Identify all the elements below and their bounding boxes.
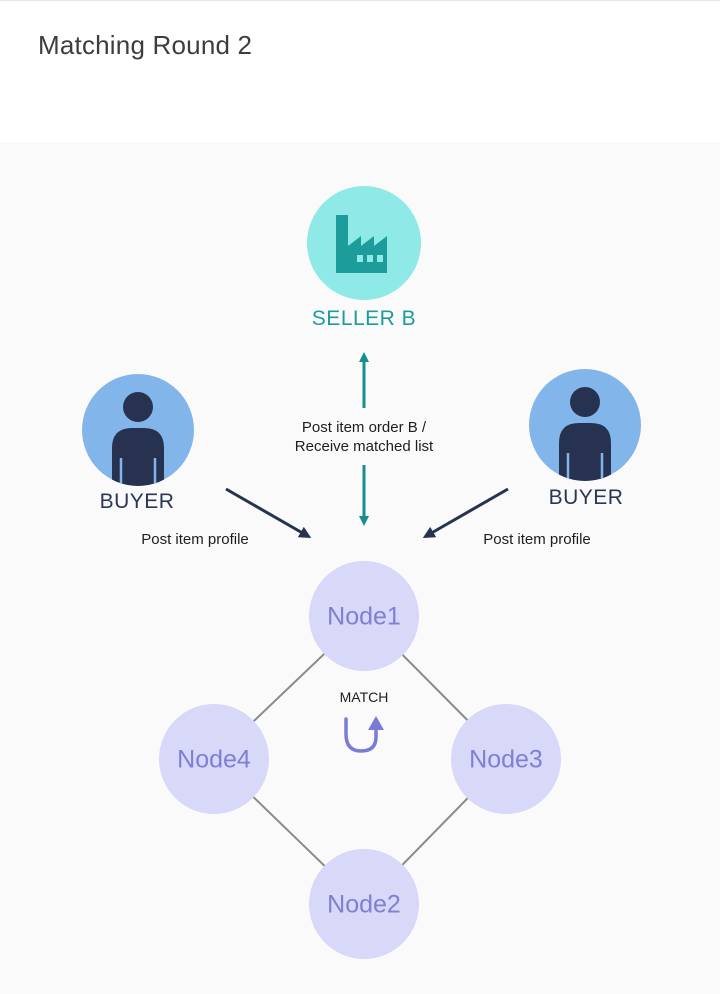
seller-b[interactable]	[307, 186, 421, 300]
seller-circle	[307, 186, 421, 300]
node3-circle	[451, 704, 561, 814]
order-flow-line1: Post item order B /	[301, 419, 427, 436]
node2-circle	[309, 849, 419, 959]
person-icon	[112, 392, 164, 486]
arrow-left-buyer-to-node1	[225, 487, 312, 538]
buyer-arrows	[225, 487, 509, 538]
person-icon	[559, 387, 611, 481]
buyer-right[interactable]	[529, 369, 641, 495]
node1-label[interactable]: Node1	[327, 602, 401, 631]
buyer-right-label: BUYER	[548, 486, 624, 509]
buyer-right-action: Post item profile	[483, 531, 591, 548]
order-flow-label: Post item order B / Receive matched list	[295, 418, 433, 456]
page-title: Matching Round 2	[38, 30, 253, 60]
node-circles	[159, 561, 561, 959]
seller-label: SELLER B	[311, 307, 417, 330]
node4-circle	[159, 704, 269, 814]
factory-icon	[336, 215, 387, 273]
match-label: MATCH	[339, 689, 389, 705]
order-flow-line2: Receive matched list	[294, 438, 434, 455]
u-turn-arrow-icon	[344, 716, 384, 753]
arrow-right-buyer-to-node1	[422, 487, 509, 538]
buyer-left-action: Post item profile	[141, 531, 249, 548]
buyer-left-label: BUYER	[99, 490, 175, 513]
factory-windows	[357, 255, 383, 262]
node1-circle	[309, 561, 419, 671]
node2-label[interactable]: Node2	[327, 890, 401, 919]
buyer-left[interactable]	[82, 374, 194, 500]
top-divider	[0, 0, 720, 1]
node4-label[interactable]: Node4	[177, 745, 251, 774]
node3-label[interactable]: Node3	[469, 745, 543, 774]
